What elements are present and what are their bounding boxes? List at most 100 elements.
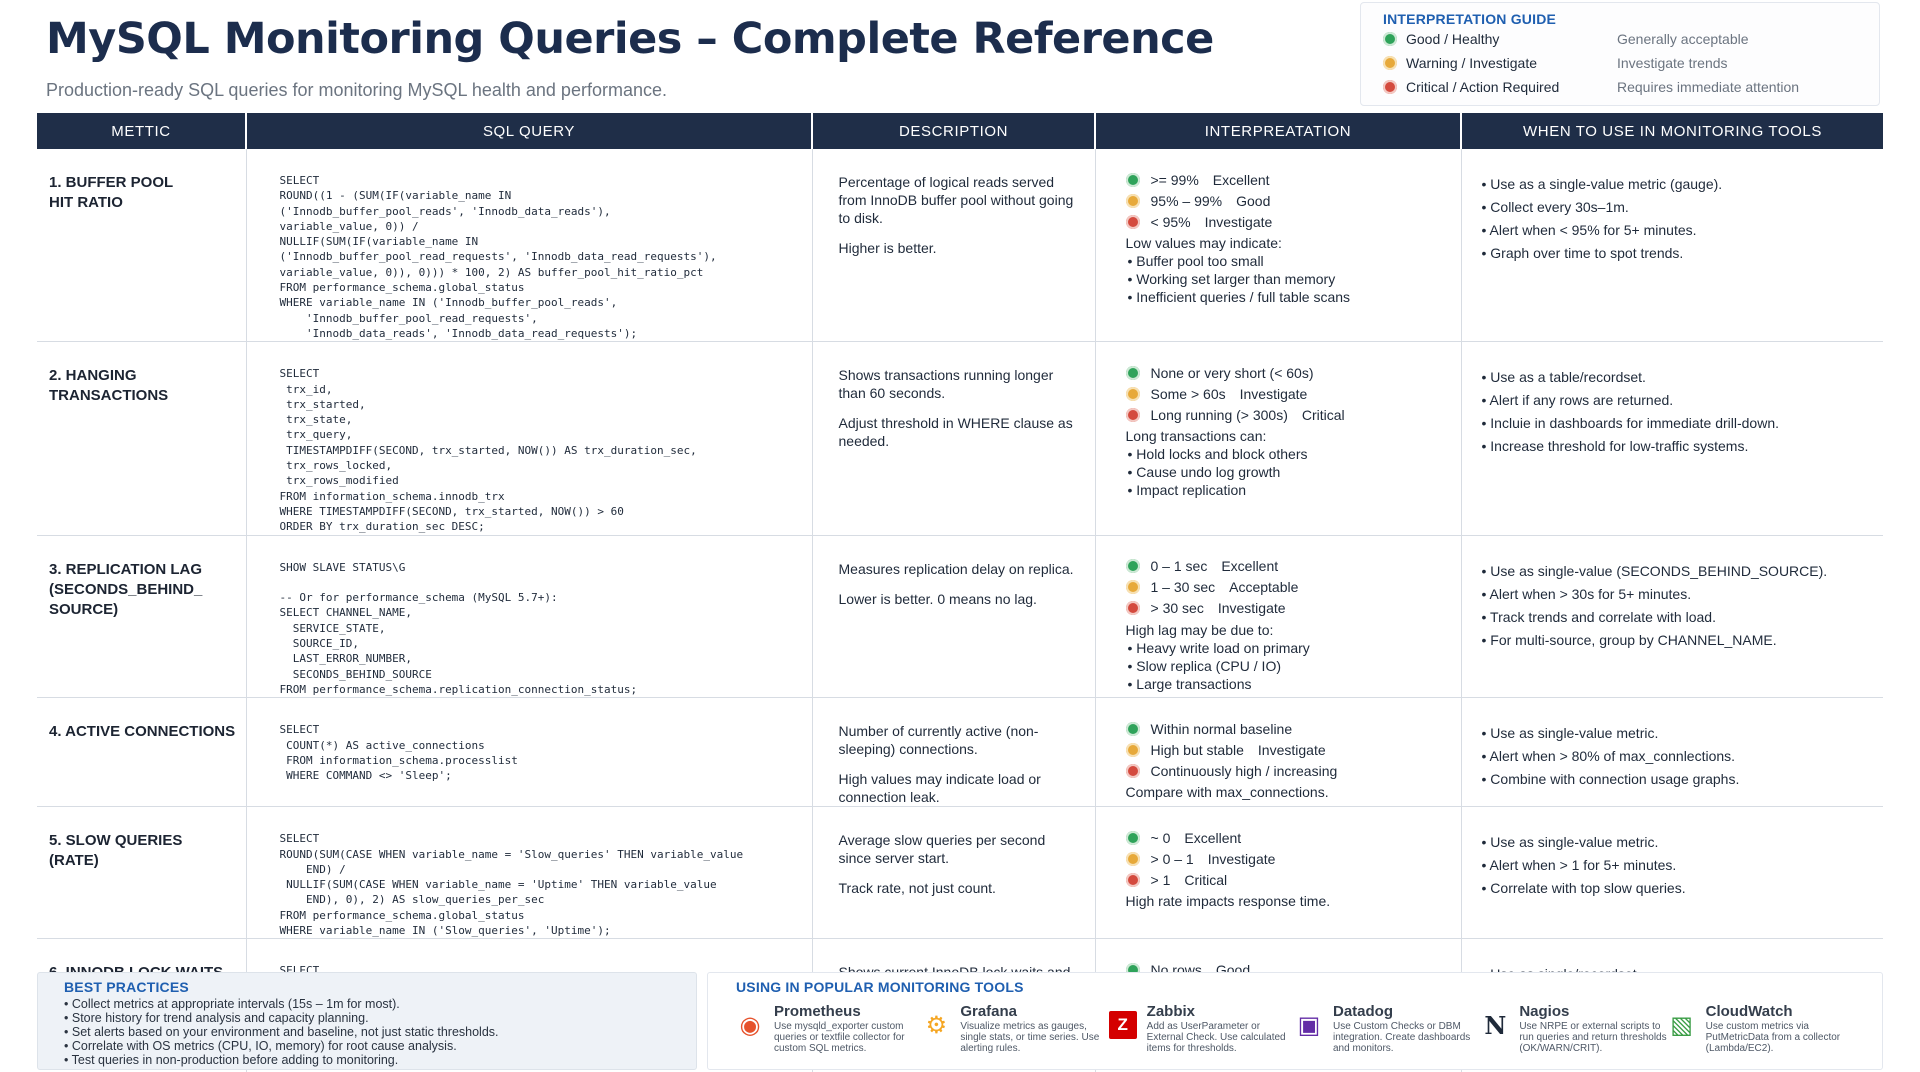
interpretation-level: Long running (> 300s)Critical bbox=[1125, 404, 1453, 425]
best-practices-title: BEST PRACTICES bbox=[64, 979, 189, 995]
interpretation-level: None or very short (< 60s) bbox=[1125, 362, 1453, 383]
tool-description: Use custom metrics via PutMetricData fro… bbox=[1705, 1021, 1841, 1054]
usage-text: Use as single-value metric. bbox=[1490, 725, 1659, 742]
level-label: Excellent bbox=[1184, 829, 1242, 846]
monitoring-usage-cell: • Use as single-value metric. • Alert whe… bbox=[1460, 806, 1883, 940]
best-practice-item: • Store history for trend analysis and c… bbox=[64, 1011, 369, 1025]
usage-item: • Use as single-value metric. bbox=[1481, 725, 1659, 742]
status-red-dot-icon bbox=[1125, 407, 1140, 422]
interpretation-level: >= 99%Excellent bbox=[1125, 169, 1453, 190]
guide-label-group: Critical / Action Required bbox=[1383, 79, 1617, 95]
level-range: Continuously high / increasing bbox=[1150, 762, 1338, 779]
interpretation-bullet: • Buffer pool too small bbox=[1127, 253, 1264, 269]
guide-label-group: Good / Healthy bbox=[1383, 31, 1617, 47]
status-amber-dot-icon bbox=[1125, 193, 1140, 208]
metric-name: 2. HANGING TRANSACTIONS bbox=[37, 341, 246, 536]
best-practice-text: Set alerts based on your environment and… bbox=[71, 1025, 499, 1039]
description-text: Shows transactions running longer than 6… bbox=[838, 367, 1054, 402]
bullet-text: Inefficient queries / full table scans bbox=[1136, 289, 1351, 305]
queries-table: METTIC SQL QUERY DESCRIPTION INTERPREATA… bbox=[37, 113, 1883, 1072]
status-red-dot-icon bbox=[1125, 601, 1140, 616]
level-range: Long running (> 300s) bbox=[1150, 406, 1288, 423]
usage-text: Incluie in dashboards for immediate dril… bbox=[1490, 415, 1779, 432]
prometheus-flame-icon: ◉ bbox=[739, 1011, 761, 1039]
interpretation-level: Continuously high / increasing bbox=[1125, 760, 1453, 781]
interpretation-note: Long transactions can: bbox=[1125, 428, 1267, 445]
interpretation-bullet: • Hold locks and block others bbox=[1127, 446, 1308, 463]
interpretation-level: 95% – 99%Good bbox=[1125, 190, 1453, 211]
page-title: MySQL Monitoring Queries – Complete Refe… bbox=[46, 14, 1214, 64]
description-cell: Average slow queries per second since se… bbox=[811, 806, 1095, 940]
col-header-interpretation: INTERPREATATION bbox=[1094, 113, 1461, 149]
interpretation-bullet: • Inefficient queries / full table scans bbox=[1127, 289, 1351, 305]
interpretation-level: < 95%Investigate bbox=[1125, 211, 1453, 232]
interpretation-note: Low values may indicate: bbox=[1125, 235, 1282, 251]
table-row: 5. SLOW QUERIES (RATE)SELECT ROUND(SUM(C… bbox=[37, 806, 1883, 940]
description-cell: Shows transactions running longer than 6… bbox=[811, 341, 1095, 536]
level-range: None or very short (< 60s) bbox=[1150, 364, 1314, 381]
zabbix-z-icon: Z bbox=[1108, 1011, 1137, 1039]
level-range: 1 – 30 sec bbox=[1150, 579, 1216, 596]
status-red-dot-icon bbox=[1125, 763, 1140, 778]
usage-text: Increase threshold for low-traffic syste… bbox=[1490, 438, 1749, 455]
status-green-dot-icon bbox=[1383, 32, 1397, 46]
grafana-swirl-icon: ⚙ bbox=[925, 1011, 948, 1039]
description-text: Lower is better. 0 means no lag. bbox=[838, 590, 1037, 607]
page-header: MySQL Monitoring Queries – Complete Refe… bbox=[46, 14, 1346, 101]
guide-label-group: Warning / Investigate bbox=[1383, 55, 1617, 71]
bullet-text: Working set larger than memory bbox=[1136, 271, 1336, 287]
usage-item: • Use as a single-value metric (gauge). bbox=[1481, 176, 1723, 192]
status-green-dot-icon bbox=[1125, 830, 1140, 845]
level-label: Good bbox=[1236, 192, 1271, 209]
status-amber-dot-icon bbox=[1383, 56, 1397, 70]
best-practice-item: • Correlate with OS metrics (CPU, IO, me… bbox=[64, 1039, 457, 1053]
level-label: Investigate bbox=[1207, 850, 1276, 867]
status-green-dot-icon bbox=[1125, 559, 1140, 574]
bullet-text: Heavy write load on primary bbox=[1136, 639, 1310, 656]
level-range: Within normal baseline bbox=[1150, 720, 1293, 737]
description-text: Adjust threshold in WHERE clause as need… bbox=[838, 415, 1073, 450]
description-cell: Measures replication delay on replica.Lo… bbox=[811, 535, 1095, 699]
usage-item: • Use as a table/recordset. bbox=[1481, 369, 1646, 386]
status-green-dot-icon bbox=[1125, 172, 1140, 187]
datadog-dog-icon: ▣ bbox=[1297, 1011, 1321, 1039]
best-practices-panel: BEST PRACTICES • Collect metrics at appr… bbox=[37, 972, 697, 1070]
table-row: 3. REPLICATION LAG (SECONDS_BEHIND_ SOUR… bbox=[37, 535, 1883, 699]
sql-query-code: SHOW SLAVE STATUS\G -- Or for performanc… bbox=[245, 535, 812, 699]
usage-item: • Use as single-value metric. bbox=[1481, 834, 1659, 851]
usage-item: • Alert when < 95% for 5+ minutes. bbox=[1481, 222, 1697, 238]
status-green-dot-icon bbox=[1125, 721, 1140, 736]
guide-label: Critical / Action Required bbox=[1406, 79, 1560, 95]
usage-item: • For multi-source, group by CHANNEL_NAM… bbox=[1481, 631, 1777, 648]
nagios-n-icon: N bbox=[1484, 1010, 1507, 1040]
level-range: High but stable bbox=[1150, 741, 1244, 758]
sql-query-code: SELECT COUNT(*) AS active_connections FR… bbox=[245, 697, 812, 808]
metric-name: 3. REPLICATION LAG (SECONDS_BEHIND_ SOUR… bbox=[37, 535, 246, 699]
interpretation-note: Compare with max_connections. bbox=[1125, 784, 1329, 801]
cloudwatch-cube-icon: ▧ bbox=[1670, 1011, 1693, 1039]
tool-description: Add as UserParameter or External Check. … bbox=[1146, 1021, 1286, 1054]
usage-item: • Alert if any rows are returned. bbox=[1481, 392, 1674, 409]
tool-name: Zabbix bbox=[1146, 1003, 1195, 1020]
usage-item: • Alert when > 80% of max_connlections. bbox=[1481, 748, 1736, 765]
usage-text: Alert when > 80% of max_connlections. bbox=[1489, 748, 1736, 765]
level-label: Investigate bbox=[1204, 213, 1273, 230]
usage-item: • Alert when > 1 for 5+ minutes. bbox=[1481, 857, 1677, 874]
col-header-metric: METTIC bbox=[37, 113, 246, 149]
usage-text: Alert if any rows are returned. bbox=[1489, 392, 1674, 409]
